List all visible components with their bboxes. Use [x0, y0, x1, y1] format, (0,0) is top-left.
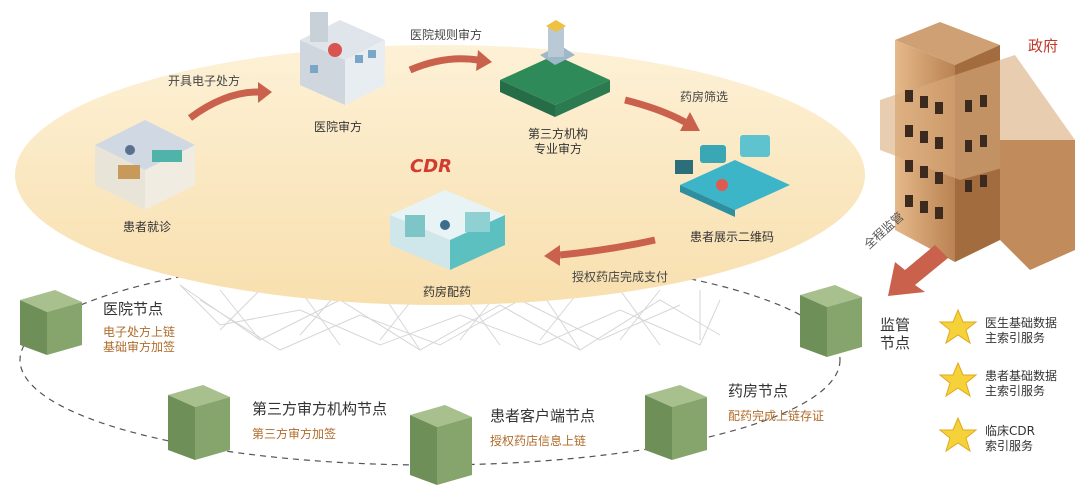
node-hospital-sub1: 电子处方上链	[103, 325, 176, 339]
node-supervision: 监管 节点	[880, 316, 910, 352]
step-third-party: 第三方机构 专业审方	[528, 127, 588, 157]
step-patient-visit: 患者就诊	[123, 220, 172, 234]
third-party-building-icon	[500, 20, 610, 117]
legend-item-cdr-line1: 临床CDR	[985, 424, 1035, 438]
arrow-issue-rx	[187, 88, 259, 121]
legend-stars	[938, 308, 978, 453]
node-cube-patient	[410, 405, 472, 485]
government-building-icon	[880, 22, 1075, 270]
star-icon	[938, 416, 978, 453]
legend-item-patient: 患者基础数据 主索引服务	[985, 369, 1057, 399]
qr-phone-icon	[675, 135, 790, 217]
clinic-room-icon	[95, 120, 195, 210]
step-show-qr: 患者展示二维码	[690, 230, 775, 244]
node-pharmacy-title: 药房节点	[728, 382, 789, 400]
step-hospital-review: 医院审方	[314, 120, 363, 134]
node-hospital-sub2: 基础审方加签	[103, 340, 176, 354]
node-hospital-title: 医院节点	[103, 300, 164, 318]
node-hospital: 医院节点 电子处方上链 基础审方加签	[103, 298, 175, 355]
node-supervision-title2: 节点	[880, 334, 911, 352]
node-cube-hospital	[20, 290, 82, 355]
arrow-hospital-rule	[408, 55, 479, 74]
legend-item-cdr: 临床CDR 索引服务	[985, 424, 1035, 454]
legend-item-doctor-line1: 医生基础数据	[985, 316, 1058, 330]
arrow-heads	[258, 50, 700, 266]
node-cube-supervision	[800, 285, 862, 357]
node-cube-pharmacy	[645, 385, 707, 460]
legend-item-doctor-line2: 主索引服务	[985, 331, 1046, 345]
node-patient: 患者客户端节点 授权药店信息上链	[490, 405, 595, 449]
node-third-party-sub1: 第三方审方加签	[252, 427, 337, 441]
cdr-logo: CDR	[410, 156, 452, 177]
node-third-party: 第三方审方机构节点 第三方审方加签	[252, 398, 387, 442]
node-third-party-title: 第三方审方机构节点	[252, 400, 388, 418]
label-issue-rx: 开具电子处方	[168, 74, 241, 88]
node-supervision-title1: 监管	[880, 316, 911, 334]
node-pharmacy-sub1: 配药完成上链存证	[728, 409, 825, 423]
label-authorize-pay: 授权药店完成支付	[572, 270, 669, 284]
label-pharmacy-filter: 药房筛选	[680, 90, 729, 104]
legend-item-doctor: 医生基础数据 主索引服务	[985, 316, 1057, 346]
legend-item-cdr-line2: 索引服务	[985, 439, 1034, 453]
step-third-party-line2: 专业审方	[533, 142, 582, 156]
star-icon	[938, 361, 978, 398]
node-pharmacy: 药房节点 配药完成上链存证	[728, 380, 824, 424]
label-hospital-rule: 医院规则审方	[410, 28, 483, 42]
government-label: 政府	[1028, 37, 1059, 55]
node-cube-third-party	[168, 385, 230, 460]
supervision-arrow	[888, 245, 948, 296]
step-third-party-line1: 第三方机构	[528, 127, 589, 141]
legend-item-patient-line1: 患者基础数据	[985, 369, 1058, 383]
pharmacy-store-icon	[390, 190, 505, 270]
legend-item-patient-line2: 主索引服务	[985, 384, 1046, 398]
node-patient-sub1: 授权药店信息上链	[490, 434, 587, 448]
arrow-authorize-pay	[559, 236, 656, 259]
node-patient-title: 患者客户端节点	[490, 407, 596, 425]
step-pharmacy: 药房配药	[423, 285, 472, 299]
star-icon	[938, 308, 978, 345]
hospital-building-icon	[300, 12, 385, 105]
network-mesh	[179, 284, 721, 351]
